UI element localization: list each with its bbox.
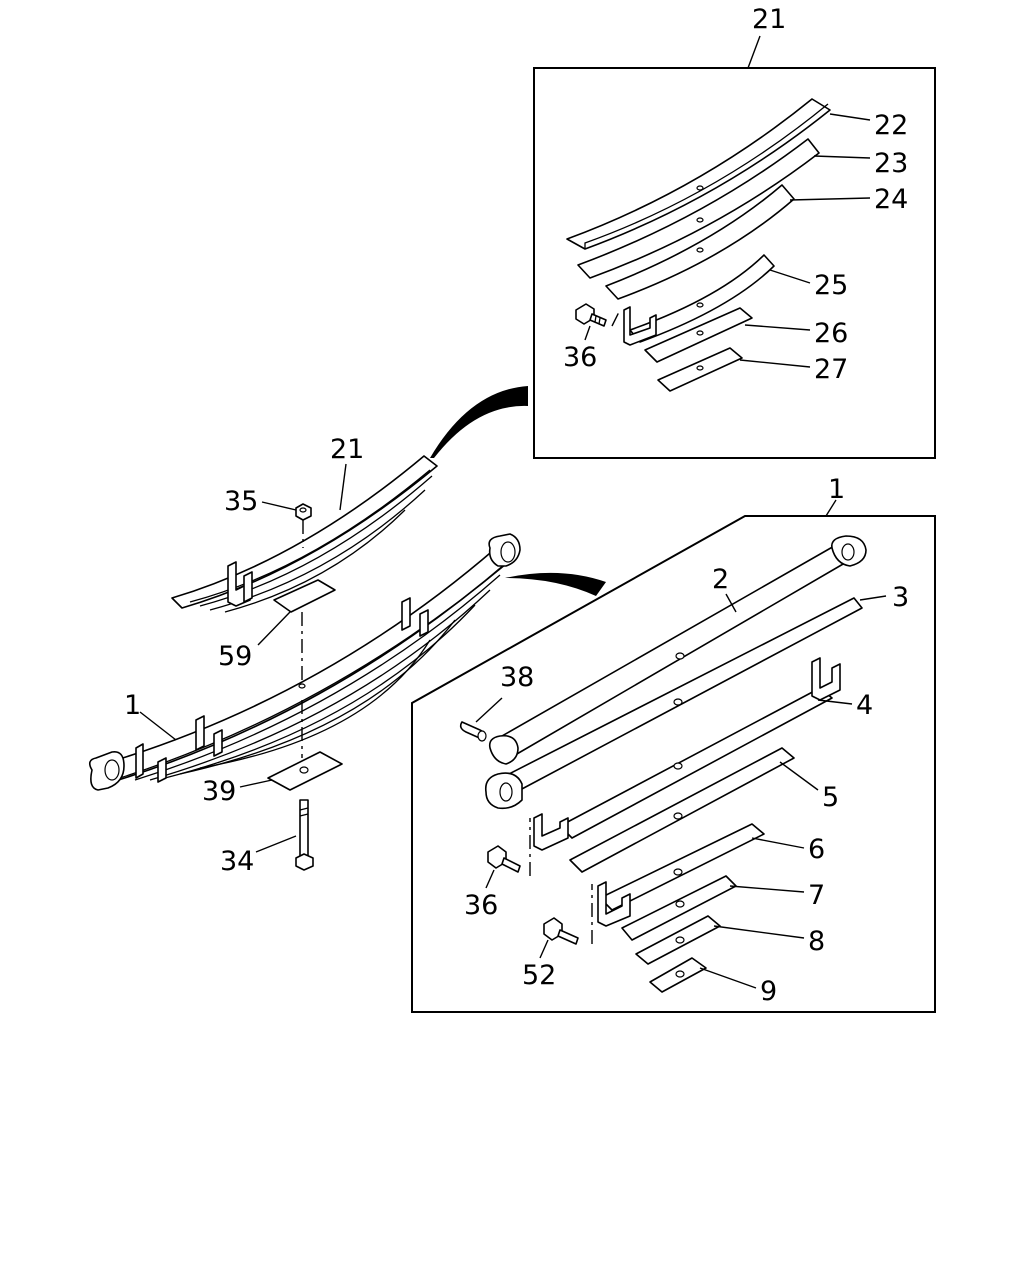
callout-1-box: 1 <box>828 474 845 505</box>
main-assembly: 21 35 59 1 39 34 <box>88 434 521 877</box>
callout-24: 24 <box>874 184 908 215</box>
callout-36-top: 36 <box>563 342 597 373</box>
callout-22: 22 <box>874 110 908 141</box>
callout-23: 23 <box>874 148 908 179</box>
callout-59: 59 <box>218 641 252 672</box>
leaf-5 <box>569 747 795 873</box>
leaf-24 <box>605 184 795 300</box>
detail-frame-21 <box>533 67 936 459</box>
callout-4: 4 <box>856 690 873 721</box>
center-bolt-34 <box>295 799 314 871</box>
leaf-25 <box>629 254 775 343</box>
leader-1-box <box>825 499 837 517</box>
callout-2: 2 <box>712 564 729 595</box>
detail-box-21: 21 22 23 24 25 26 27 36 <box>533 4 936 459</box>
leaf-26 <box>644 307 753 363</box>
callout-8: 8 <box>808 926 825 957</box>
callout-1-main: 1 <box>124 690 141 721</box>
leaf-27 <box>657 347 743 392</box>
leader-21-top <box>747 35 761 69</box>
detail-frame-1 <box>411 515 936 1013</box>
nut-35 <box>295 503 312 548</box>
pointer-arrow-to-21 <box>430 386 528 458</box>
leaf-2 <box>488 535 867 765</box>
callout-34: 34 <box>220 846 254 877</box>
leaf-9 <box>649 957 707 993</box>
callout-27: 27 <box>814 354 848 385</box>
callout-25: 25 <box>814 270 848 301</box>
leaf-6 <box>599 823 765 911</box>
callout-39: 39 <box>202 776 236 807</box>
bolt-52 <box>543 884 593 945</box>
leaf-22 <box>566 98 831 250</box>
main-spring-pack-1 <box>88 533 521 791</box>
leaf-23 <box>577 138 820 279</box>
leaf-8 <box>635 915 721 965</box>
detail-box-1: 1 2 3 4 5 6 7 8 9 38 36 52 <box>411 474 936 1013</box>
callout-52: 52 <box>522 960 556 991</box>
leaf-3 <box>484 597 863 810</box>
callout-26: 26 <box>814 318 848 349</box>
callout-6: 6 <box>808 834 825 865</box>
callout-35: 35 <box>224 486 258 517</box>
rebound-clip-upper <box>623 306 657 346</box>
callout-21-top: 21 <box>752 4 786 35</box>
pointer-arrow-to-1 <box>505 572 606 596</box>
callout-5: 5 <box>822 782 839 813</box>
bushing-38 <box>459 721 487 742</box>
bolt-36-bottom <box>487 818 531 876</box>
spacer-59 <box>273 579 336 613</box>
rebound-clip-lower-2 <box>597 881 631 927</box>
callout-9: 9 <box>760 976 777 1007</box>
callout-21-main: 21 <box>330 434 364 465</box>
callout-7: 7 <box>808 880 825 911</box>
callout-3: 3 <box>892 582 909 613</box>
rebound-clip-lower-1 <box>533 813 569 851</box>
bolt-36-top <box>575 303 621 327</box>
helper-spring-pack-21 <box>171 455 438 613</box>
callout-38: 38 <box>500 662 534 693</box>
callout-36-bottom: 36 <box>464 890 498 921</box>
